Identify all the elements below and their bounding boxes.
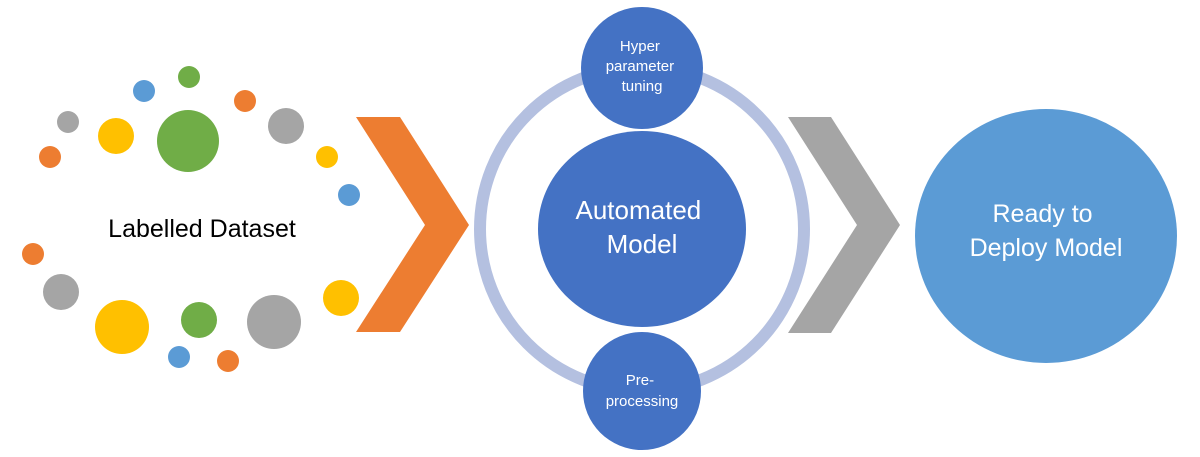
hyper-parameter-label-line3: tuning	[622, 78, 663, 95]
gray-chevron-arrow	[788, 117, 900, 333]
pre-processing-label-line1: Pre-	[626, 372, 654, 389]
dataset-dots	[22, 66, 360, 372]
ready-model-circle	[915, 109, 1177, 363]
pre-processing-label-line2: processing	[606, 393, 679, 410]
ready-model-label: Ready to Deploy Model	[970, 200, 1123, 262]
dataset-label: Labelled Dataset	[108, 215, 296, 243]
hyper-parameter-circle	[581, 7, 703, 129]
dataset-dot	[181, 302, 217, 338]
hyper-parameter-label: Hyper parameter tuning	[606, 38, 679, 95]
automated-model-circle	[538, 131, 746, 327]
dataset-dot	[323, 280, 359, 316]
ready-model-label-line1: Ready to	[992, 200, 1092, 228]
dataset-dot	[316, 146, 338, 168]
automated-model-label-line2: Model	[607, 229, 678, 259]
dataset-dot	[95, 300, 149, 354]
ready-model-label-line2: Deploy Model	[970, 234, 1123, 262]
pre-processing-label: Pre- processing	[606, 372, 679, 410]
dataset-dot	[168, 346, 190, 368]
dataset-dot	[234, 90, 256, 112]
hyper-parameter-label-line2: parameter	[606, 58, 674, 75]
dataset-dot	[268, 108, 304, 144]
dataset-dot	[98, 118, 134, 154]
dataset-dot	[57, 111, 79, 133]
dataset-dot	[178, 66, 200, 88]
pre-processing-circle	[583, 332, 701, 450]
orange-chevron-arrow	[356, 117, 469, 332]
dataset-dot	[217, 350, 239, 372]
hyper-parameter-label-line1: Hyper	[620, 38, 660, 55]
dataset-dot	[247, 295, 301, 349]
dataset-dot	[39, 146, 61, 168]
dataset-dot	[338, 184, 360, 206]
dataset-dot	[133, 80, 155, 102]
dataset-dot	[22, 243, 44, 265]
automated-model-label-line1: Automated	[576, 195, 702, 225]
dataset-dot	[43, 274, 79, 310]
dataset-dot	[157, 110, 219, 172]
automated-model-label: Automated Model	[576, 195, 709, 259]
